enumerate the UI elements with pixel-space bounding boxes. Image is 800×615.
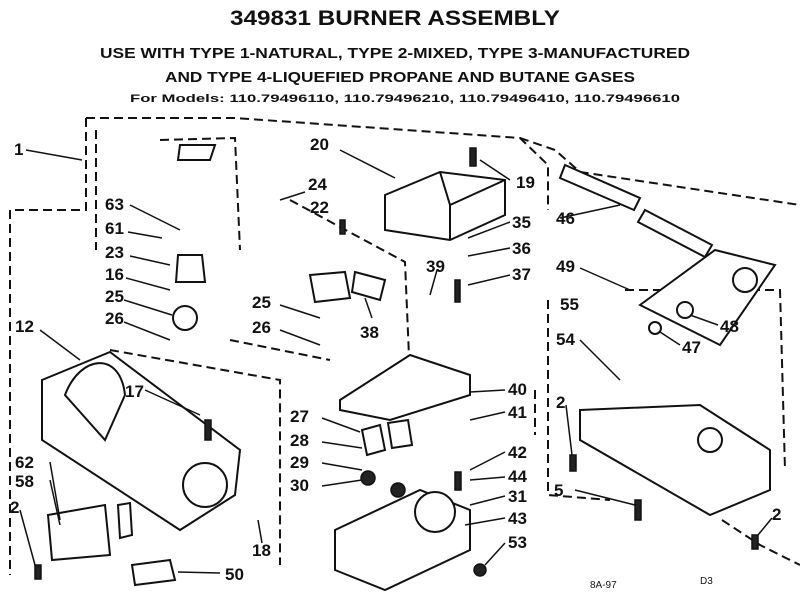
part-label-20: 20 bbox=[310, 135, 329, 154]
part-label-36: 36 bbox=[512, 239, 531, 258]
part-label-2c: 2 bbox=[772, 505, 781, 524]
part-label-19: 19 bbox=[516, 173, 535, 192]
part-label-38: 38 bbox=[360, 323, 379, 342]
part-labels: 1 20 19 24 22 63 61 23 16 25 26 25 26 38… bbox=[10, 135, 781, 584]
leader-lines bbox=[19, 149, 773, 574]
part-label-22: 22 bbox=[310, 198, 329, 217]
part-label-5: 5 bbox=[554, 481, 563, 500]
part-label-40: 40 bbox=[508, 380, 527, 399]
part-label-42: 42 bbox=[508, 443, 527, 462]
part-label-58: 58 bbox=[15, 472, 34, 491]
model-numbers: For Models: 110.79496110, 110.79496210, … bbox=[130, 93, 680, 105]
part-label-62: 62 bbox=[15, 453, 34, 472]
part-label-50: 50 bbox=[225, 565, 244, 584]
part-label-29: 29 bbox=[290, 453, 309, 472]
page-code: D3 bbox=[700, 576, 713, 587]
part-label-1: 1 bbox=[14, 140, 23, 159]
part-label-26b: 26 bbox=[252, 318, 271, 337]
part-label-25b: 25 bbox=[252, 293, 271, 312]
part-label-17: 17 bbox=[125, 382, 144, 401]
part-label-25a: 25 bbox=[105, 287, 124, 306]
part-label-24: 24 bbox=[308, 175, 327, 194]
part-label-37: 37 bbox=[512, 265, 531, 284]
gas-types-line-1: USE WITH TYPE 1-NATURAL, TYPE 2-MIXED, T… bbox=[100, 45, 690, 62]
part-label-44: 44 bbox=[508, 467, 527, 486]
assembly-boundaries bbox=[9, 117, 800, 575]
part-label-49: 49 bbox=[556, 257, 575, 276]
part-label-48: 48 bbox=[720, 317, 739, 336]
part-label-63: 63 bbox=[105, 195, 124, 214]
part-label-27: 27 bbox=[290, 407, 309, 426]
part-label-61: 61 bbox=[105, 219, 124, 238]
part-label-35: 35 bbox=[512, 213, 531, 232]
part-label-26a: 26 bbox=[105, 309, 124, 328]
part-label-39: 39 bbox=[426, 257, 445, 276]
part-label-12: 12 bbox=[15, 317, 34, 336]
drawing-code: 8A-97 bbox=[590, 580, 617, 591]
part-label-18: 18 bbox=[252, 541, 271, 560]
part-label-46: 46 bbox=[556, 209, 575, 228]
part-drawings bbox=[34, 144, 777, 592]
part-label-16: 16 bbox=[105, 265, 124, 284]
part-label-47: 47 bbox=[682, 338, 701, 357]
part-label-2b: 2 bbox=[556, 393, 565, 412]
part-label-54: 54 bbox=[556, 330, 575, 349]
page-title: 349831 BURNER ASSEMBLY bbox=[230, 7, 560, 30]
part-label-30: 30 bbox=[290, 476, 309, 495]
part-label-41: 41 bbox=[508, 403, 527, 422]
part-label-55: 55 bbox=[560, 295, 579, 314]
part-label-2a: 2 bbox=[10, 498, 19, 517]
part-label-53: 53 bbox=[508, 533, 527, 552]
gas-types-line-2: AND TYPE 4-LIQUEFIED PROPANE AND BUTANE … bbox=[165, 69, 635, 86]
part-label-31: 31 bbox=[508, 487, 527, 506]
part-label-43: 43 bbox=[508, 509, 527, 528]
part-label-28: 28 bbox=[290, 431, 309, 450]
part-label-23: 23 bbox=[105, 243, 124, 262]
